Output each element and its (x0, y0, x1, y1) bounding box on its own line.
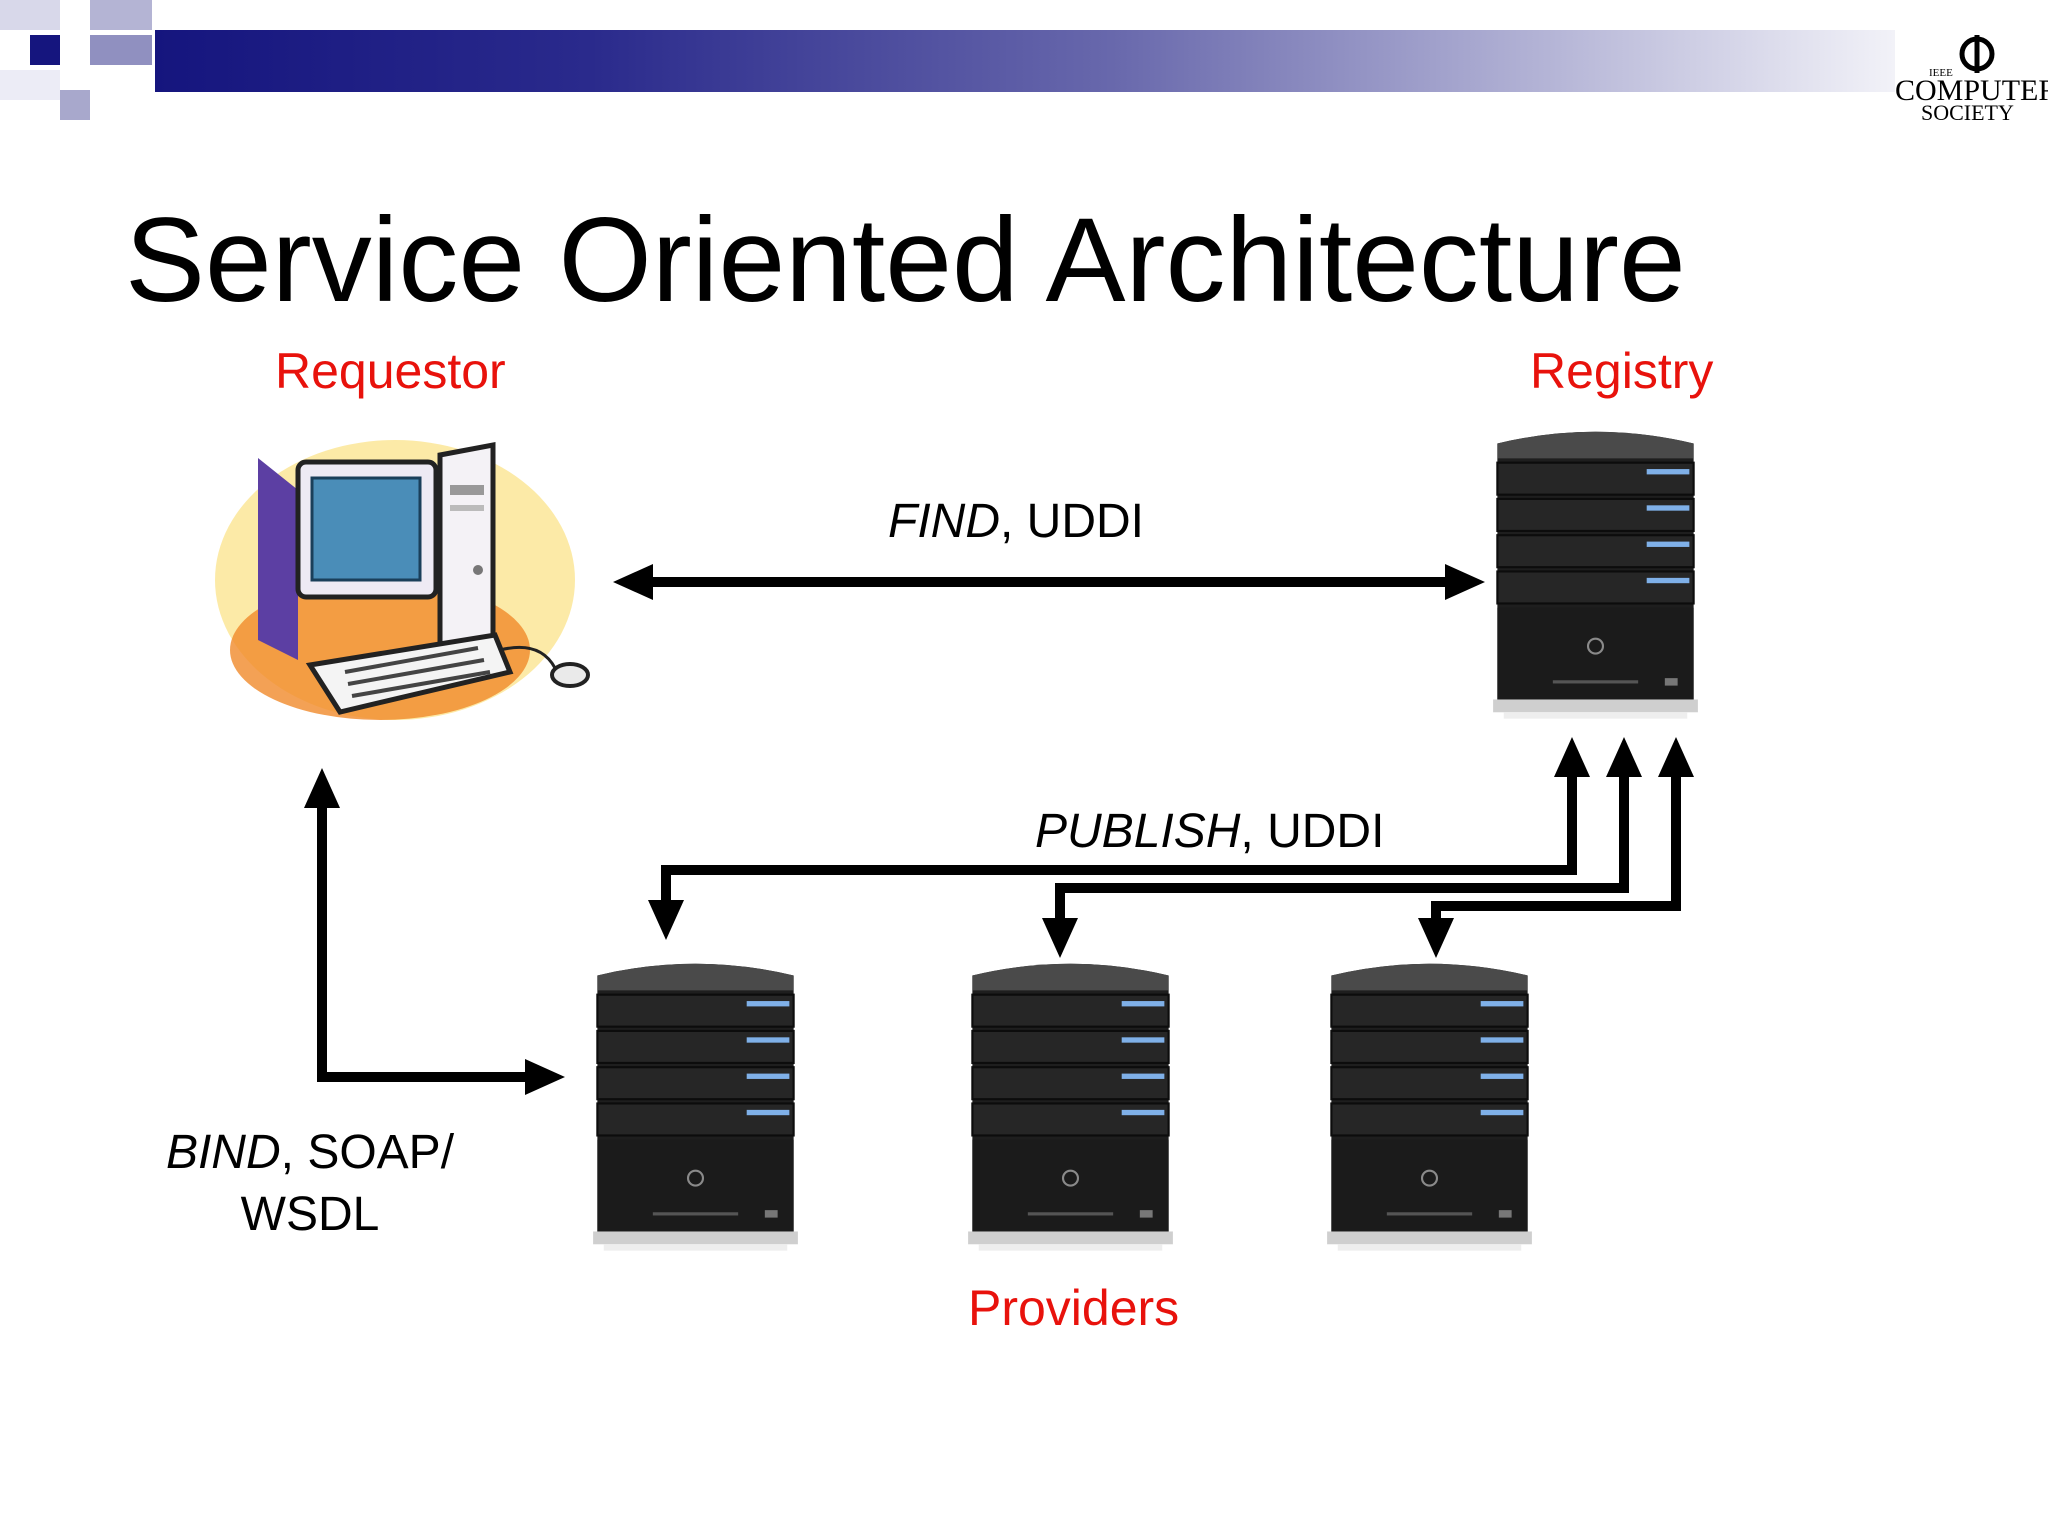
provider-server-icon-2 (967, 962, 1174, 1252)
bind-protocol: , SOAP/ (280, 1126, 455, 1179)
bind-arrow (304, 768, 565, 1095)
bind-line-2: WSDL (240, 1188, 380, 1241)
header-square (90, 0, 152, 30)
logo-graphic: IEEE COMPUTER SOCIETY (1895, 35, 2048, 125)
requestor-label: Requestor (275, 343, 506, 399)
header-square (0, 70, 60, 100)
publish-arrowheads (648, 737, 1694, 958)
logo-society: SOCIETY (1921, 100, 2014, 125)
publish-verb: PUBLISH (1035, 805, 1241, 858)
find-verb: FIND (888, 495, 1000, 548)
header-square (60, 90, 90, 120)
provider-server-icon-1 (592, 962, 799, 1252)
ieee-computer-society-logo: IEEE COMPUTER SOCIETY (1893, 28, 2048, 128)
requestor-computer-icon (215, 440, 590, 720)
header-band (155, 30, 1895, 92)
find-label: FIND, UDDI (888, 498, 1144, 546)
registry-label: Registry (1530, 343, 1714, 399)
publish-label: PUBLISH, UDDI (1035, 808, 1384, 856)
bind-verb: BIND (165, 1126, 281, 1179)
logo-computer: COMPUTER (1895, 74, 2048, 107)
find-protocol: , UDDI (999, 495, 1144, 548)
header-square (0, 0, 60, 30)
provider-server-icon-3 (1326, 962, 1533, 1252)
slide-title: Service Oriented Architecture (125, 193, 1686, 327)
find-arrow (613, 564, 1485, 600)
header-square (30, 35, 60, 65)
registry-server-icon (1492, 430, 1699, 720)
bind-line-1: BIND, SOAP/ (150, 1122, 470, 1184)
providers-label: Providers (968, 1280, 1180, 1336)
bind-label: BIND, SOAP/ WSDL (150, 1122, 470, 1246)
publish-protocol: , UDDI (1240, 805, 1385, 858)
header-square (90, 35, 152, 65)
logo-ieee: IEEE (1929, 67, 1953, 79)
